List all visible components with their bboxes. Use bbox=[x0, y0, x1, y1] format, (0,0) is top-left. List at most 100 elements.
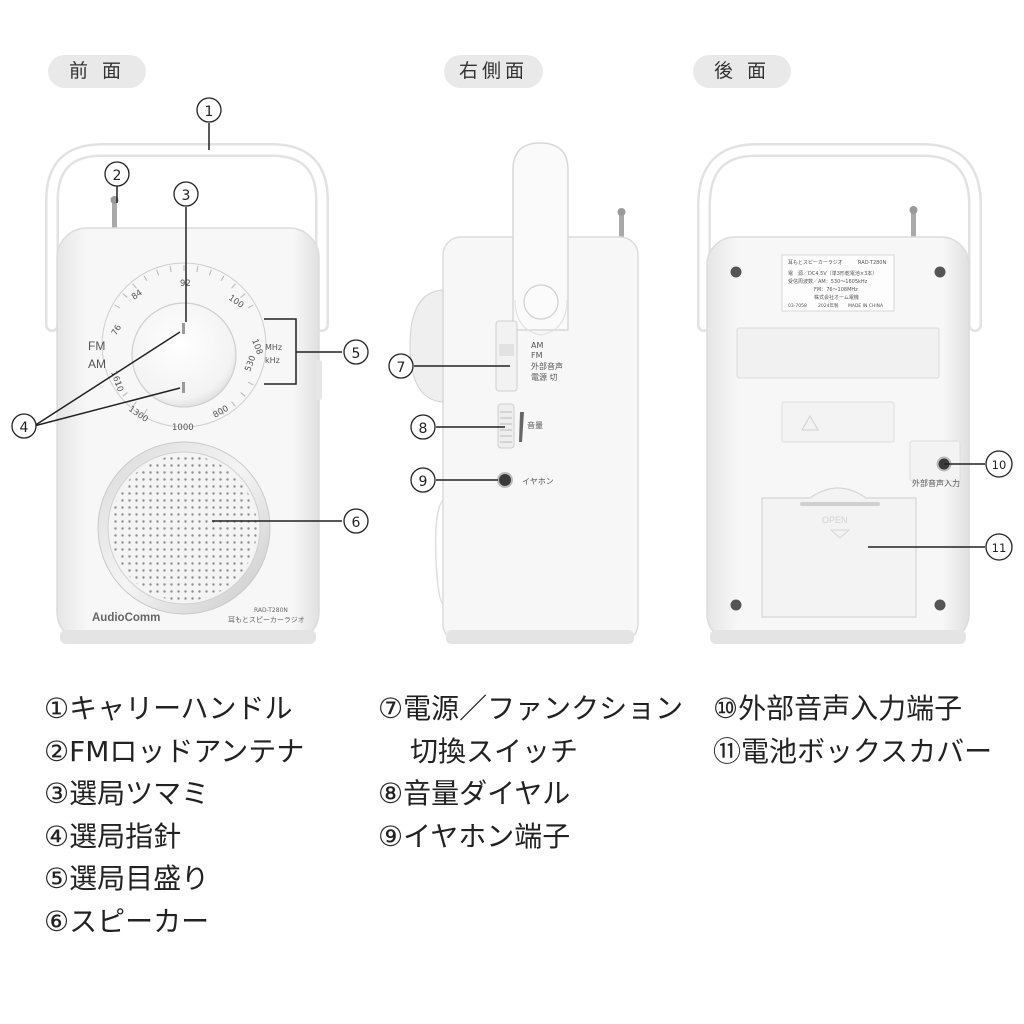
dial-tick bbox=[114, 381, 121, 386]
callout-6: 6 bbox=[352, 515, 361, 531]
ext-input-label: 外部音声入力 bbox=[912, 478, 960, 488]
dial-tick bbox=[220, 275, 225, 282]
fm-tick-76: 76 bbox=[110, 323, 124, 337]
callout-markers: 1 2 3 4 5 6 7 8 9 10 11 bbox=[11, 97, 1013, 561]
tuning-pointer-fm bbox=[182, 323, 185, 334]
legend-item-7-line2: 切換スイッチ bbox=[410, 734, 579, 768]
view-tag-back: 後 面 bbox=[693, 55, 791, 88]
callout-circle bbox=[11, 413, 37, 439]
unit-khz: kHz bbox=[265, 356, 280, 365]
label-spec-3: FM：76〜108MHz bbox=[814, 287, 858, 293]
back-antenna bbox=[909, 206, 918, 240]
battery-cover[interactable] bbox=[761, 487, 917, 618]
callout-circle bbox=[104, 161, 130, 187]
band-fm-label: FM bbox=[88, 339, 105, 353]
tuning-knob[interactable] bbox=[131, 302, 237, 408]
knob-profile bbox=[409, 289, 444, 403]
back-view: 耳もとスピーカーラジオ RAD-T280N 電 源／DC4.5V（単3形乾電池×… bbox=[697, 143, 982, 644]
dial-tick bbox=[240, 392, 246, 397]
rating-label bbox=[781, 254, 895, 312]
callout-circle bbox=[173, 181, 199, 207]
label-spec-1: 電 源／DC4.5V（単3形乾電池×3本） bbox=[788, 270, 877, 277]
callout-3: 3 bbox=[182, 188, 191, 204]
dial-tick bbox=[132, 283, 137, 289]
switch-label-power: 電源 切 bbox=[531, 373, 558, 382]
volume-label: 音量 bbox=[527, 420, 543, 430]
band-am-label: AM bbox=[88, 357, 106, 371]
switch-label-ext: 外部音声 bbox=[531, 361, 563, 371]
handle-strap bbox=[512, 142, 569, 331]
legend-item-6: ⑥スピーカー bbox=[44, 904, 210, 938]
screw-icon bbox=[730, 266, 742, 278]
dial-tick bbox=[231, 283, 236, 289]
am-tick-1000: 1000 bbox=[172, 423, 194, 433]
front-view: FM AM 76 84 92 100 108 530 800 1000 1300… bbox=[45, 143, 329, 644]
dial-tick bbox=[220, 408, 225, 415]
model-number: RAD-T280N bbox=[254, 607, 288, 614]
label-origin: MADE IN CHINA bbox=[848, 303, 884, 309]
callout-circle bbox=[410, 467, 436, 493]
callout-circle bbox=[985, 450, 1013, 478]
dial-tick bbox=[156, 269, 160, 276]
legend-item-2: ②FMロッドアンテナ bbox=[44, 734, 305, 768]
dial-tick bbox=[122, 293, 128, 298]
legend-item-7-cont: 切換スイッチ bbox=[378, 731, 683, 774]
dial-tick bbox=[247, 381, 254, 386]
recessed-panel bbox=[736, 327, 940, 379]
side-antenna bbox=[617, 208, 626, 242]
callout-8: 8 bbox=[419, 421, 428, 437]
tuning-pointer-am bbox=[182, 382, 185, 393]
callout-circle bbox=[343, 339, 369, 365]
side-view: AM FM 外部音声 電源 切 音量 イヤホン bbox=[409, 142, 639, 644]
legend-item-11: ⑪電池ボックスカバー bbox=[713, 734, 993, 768]
volume-dial[interactable] bbox=[497, 403, 515, 449]
legend-item-7: ⑦電源／ファンクション bbox=[378, 692, 684, 725]
warning-plate bbox=[781, 401, 895, 443]
ext-input-recess bbox=[909, 440, 961, 482]
label-model: RAD-T280N bbox=[858, 260, 886, 266]
label-spec-4: 株式会社オーム電機 bbox=[814, 294, 859, 301]
switch-label-am: AM bbox=[531, 341, 543, 350]
callout-11: 11 bbox=[992, 541, 1007, 555]
dial-tick bbox=[208, 269, 212, 276]
switch-label-fm: FM bbox=[531, 351, 543, 360]
product-name: 耳もとスピーカーラジオ bbox=[228, 616, 305, 624]
label-title: 耳もとスピーカーラジオ bbox=[788, 260, 843, 266]
legend-item-8: ⑧音量ダイヤル bbox=[378, 777, 571, 810]
volume-scale-icon bbox=[519, 412, 524, 442]
legend-column-1: ①キャリーハンドル ②FMロッドアンテナ ③選局ツマミ ④選局指針 ⑤選局目盛り… bbox=[44, 688, 304, 943]
brand-logo: AudioComm bbox=[92, 612, 160, 624]
label-spec-2: 受信周波数／AM：530〜1605kHz bbox=[788, 278, 868, 285]
legend-item-5: ⑤選局目盛り bbox=[44, 862, 210, 895]
dial-tick bbox=[231, 401, 236, 407]
screw-icon bbox=[934, 266, 946, 278]
legend-item-3: ③選局ツマミ bbox=[44, 777, 210, 810]
label-code: 03-7058 bbox=[788, 303, 807, 309]
callout-circle bbox=[985, 533, 1013, 561]
legend-item-10: ⑩外部音声入力端子 bbox=[713, 692, 963, 725]
dial-tick bbox=[247, 304, 254, 309]
dial-tick bbox=[122, 392, 128, 397]
dial-tick bbox=[143, 275, 148, 282]
legend-item-9: ⑨イヤホン端子 bbox=[378, 819, 571, 853]
callout-circle bbox=[410, 414, 436, 440]
handle-pivot bbox=[523, 284, 559, 320]
dial-tick bbox=[240, 293, 246, 298]
dial-tick bbox=[132, 401, 137, 407]
dial-tick bbox=[196, 266, 199, 273]
view-tag-front: 前 面 bbox=[48, 55, 146, 88]
earphone-jack[interactable] bbox=[497, 472, 513, 488]
legend-item-1: ①キャリーハンドル bbox=[44, 692, 293, 725]
callout-4: 4 bbox=[20, 420, 29, 436]
callout-circle bbox=[196, 97, 222, 123]
leader-lines bbox=[33, 123, 985, 548]
callout-7: 7 bbox=[397, 360, 406, 376]
callout-circle bbox=[343, 508, 369, 534]
callout-1: 1 bbox=[205, 104, 214, 120]
dial-tick bbox=[169, 266, 172, 273]
callout-5: 5 bbox=[352, 346, 361, 362]
speaker-grille bbox=[97, 441, 271, 615]
dial-tick bbox=[143, 408, 148, 415]
warning-icon bbox=[801, 414, 819, 431]
earphone-label: イヤホン bbox=[522, 477, 554, 486]
